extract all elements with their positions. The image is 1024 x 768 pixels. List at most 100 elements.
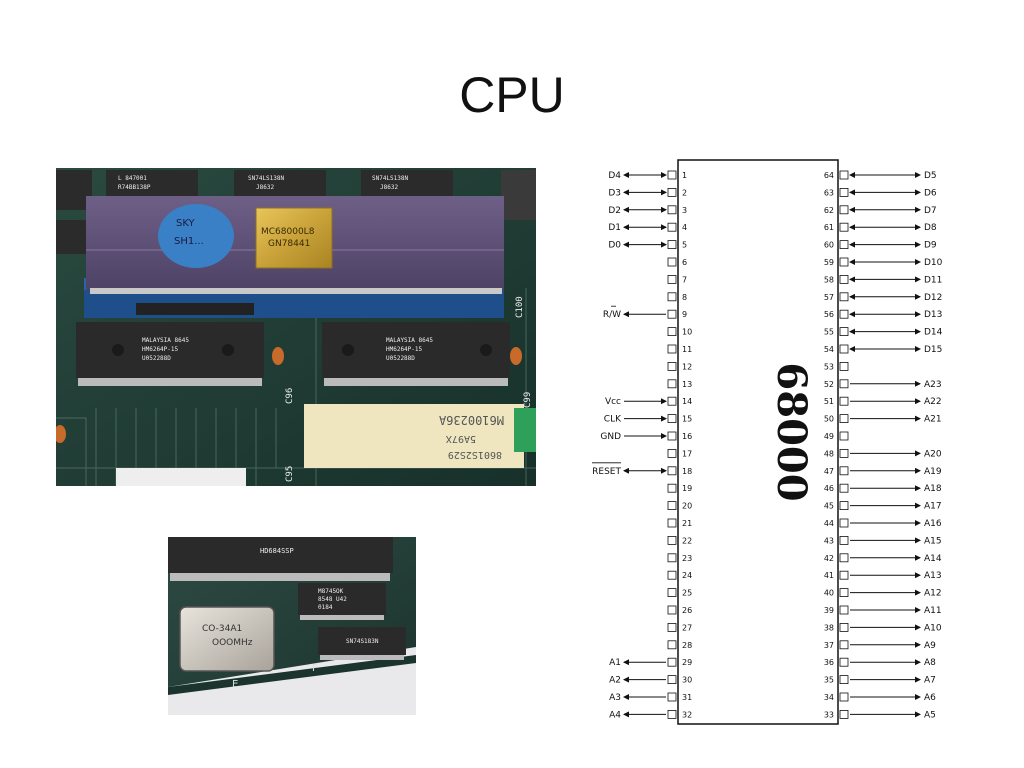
pin-number: 28 xyxy=(682,641,692,650)
pin-pad xyxy=(839,640,849,650)
label-card-line-3: 8601S2S29 xyxy=(448,449,502,460)
cpu-marking-line-1: MC68000L8 xyxy=(261,227,315,237)
signal-label: A9 xyxy=(924,641,936,651)
pin-pad xyxy=(839,205,849,215)
pin-pad xyxy=(667,309,677,319)
signal-label: A22 xyxy=(924,397,942,407)
signal-label: D9 xyxy=(924,241,937,251)
pin-number: 5 xyxy=(682,241,687,250)
pin-number: 17 xyxy=(682,449,692,458)
pin-15: 15 CLK xyxy=(604,414,692,425)
pin-pad xyxy=(667,692,677,702)
pin-pad xyxy=(839,274,849,284)
pin-number: 44 xyxy=(824,519,834,528)
signal-label: A8 xyxy=(924,658,936,668)
pin-number: 64 xyxy=(824,171,834,180)
signal-label: GND xyxy=(600,432,621,442)
pin-number: 43 xyxy=(824,536,834,545)
pin-number: 18 xyxy=(682,467,692,476)
pin-pad xyxy=(667,536,677,545)
pin-pad xyxy=(667,553,677,563)
top-chip-2-line-2: J8632 xyxy=(256,184,274,191)
pin-pad xyxy=(667,379,677,389)
pin-number: 36 xyxy=(824,658,834,667)
ram-right-line-1: MALAYSIA 8645 xyxy=(386,337,433,344)
pin-62: 62 D7 xyxy=(824,205,937,216)
signal-label: A2 xyxy=(609,676,621,686)
pin-pad xyxy=(667,240,677,250)
pin-pad xyxy=(839,292,849,302)
pin-number: 38 xyxy=(824,623,834,632)
pin-21: 21 xyxy=(667,518,692,528)
pin-number: 8 xyxy=(682,293,687,302)
signal-label: D12 xyxy=(924,293,942,303)
pin-pad xyxy=(667,675,677,684)
pin-number: 58 xyxy=(824,275,834,284)
pin-number: 15 xyxy=(682,415,692,424)
pin-pad xyxy=(667,518,677,528)
signal-label: A23 xyxy=(924,380,942,390)
signal-label: A1 xyxy=(609,658,621,668)
pin-8: 8 xyxy=(667,292,687,302)
pin-number: 33 xyxy=(824,710,834,719)
clock-board-photo: HD684SSP CO-34A1 OOOMHz M8745OK 8548 U42… xyxy=(168,537,416,715)
signal-label: D5 xyxy=(924,171,937,181)
pin-number: 37 xyxy=(824,641,834,650)
pin-pad xyxy=(839,257,849,267)
pin-pad xyxy=(667,414,677,424)
pin-pad xyxy=(839,187,849,197)
pin-pad xyxy=(839,466,849,476)
pin-pad xyxy=(667,570,677,580)
pin-49: 49 xyxy=(824,431,849,441)
pin-22: 22 xyxy=(667,536,692,545)
signal-label: CLK xyxy=(604,415,622,425)
pin-number: 16 xyxy=(682,432,692,441)
pin-pad xyxy=(667,588,677,597)
pin-number: 62 xyxy=(824,206,834,215)
pin-pad xyxy=(839,692,849,702)
pin-pad xyxy=(839,309,849,319)
pin-6: 6 xyxy=(667,257,687,267)
pin-number: 56 xyxy=(824,310,834,319)
pin-number: 12 xyxy=(682,362,692,371)
pin-number: 10 xyxy=(682,328,692,337)
pin-pad xyxy=(667,623,677,632)
pin-number: 29 xyxy=(682,658,692,667)
pin-16: 16 GND xyxy=(600,431,692,442)
signal-label: A14 xyxy=(924,554,942,564)
pin-number: 54 xyxy=(824,345,834,354)
signal-label: D0 xyxy=(608,241,621,251)
pin-1: 1D4 xyxy=(608,170,687,181)
pin-number: 34 xyxy=(824,693,834,702)
pin-pad xyxy=(667,292,677,302)
signal-label: D7 xyxy=(924,206,937,216)
pin-number: 3 xyxy=(682,206,687,215)
pin-number: 2 xyxy=(682,188,687,197)
pin-29: 29 A1 xyxy=(609,657,692,668)
signal-label: D8 xyxy=(924,223,937,233)
pin-pad xyxy=(667,170,677,180)
top-chip-1-line-1: L 847001 xyxy=(118,175,147,182)
pin-number: 4 xyxy=(682,223,687,232)
pin-11: 11 xyxy=(667,344,692,354)
signal-label: A6 xyxy=(924,693,936,703)
pin-number: 1 xyxy=(682,171,687,180)
pin-34: 34 A6 xyxy=(824,692,936,703)
signal-label: A20 xyxy=(924,449,942,459)
pin-pad xyxy=(667,657,677,667)
pin-pad xyxy=(839,222,849,232)
